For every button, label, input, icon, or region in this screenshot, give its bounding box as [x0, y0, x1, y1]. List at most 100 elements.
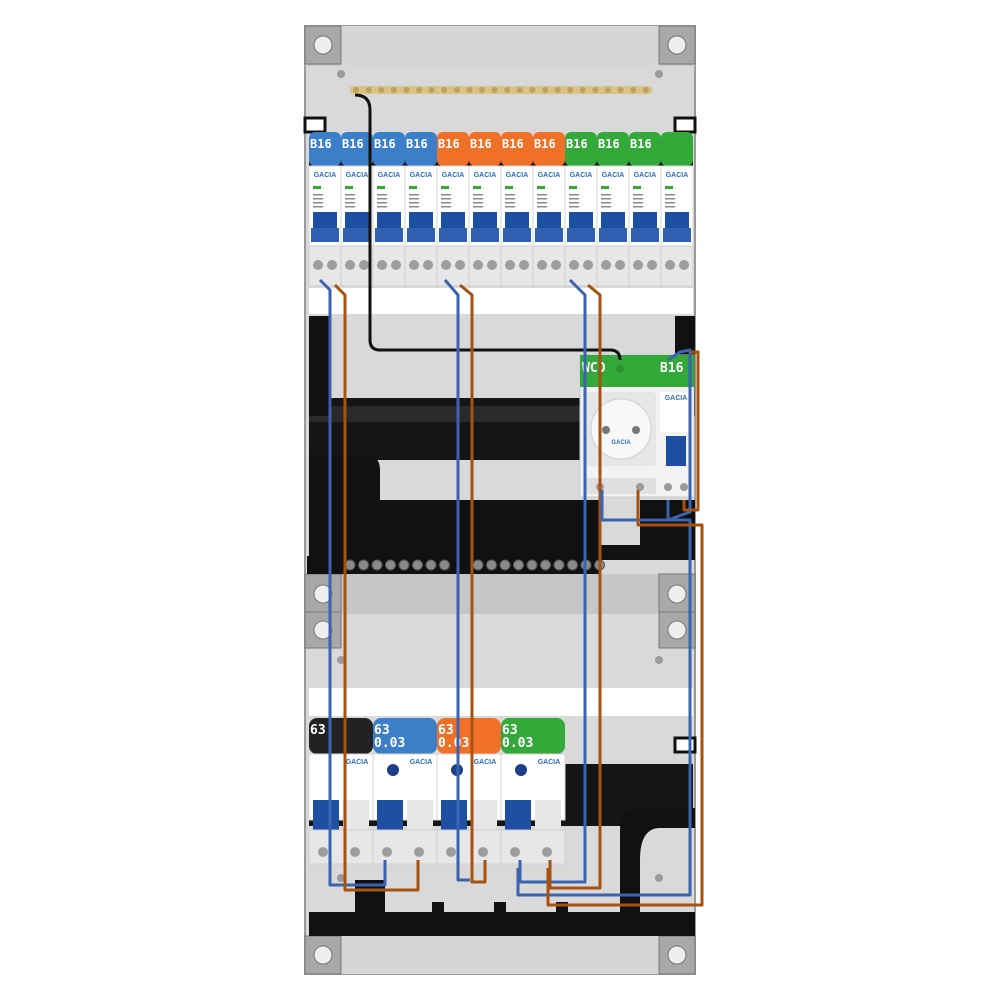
- busbar-terminal: [479, 87, 485, 93]
- breaker-spec-line: [505, 194, 515, 196]
- breaker-rating: B16: [374, 137, 396, 151]
- device-toggle-slot: [471, 800, 497, 830]
- neutral-terminal: [526, 559, 538, 571]
- device-sensitivity: 0.03: [438, 736, 469, 751]
- bottom-row-top-cover: [309, 688, 693, 716]
- breaker-spec-line: [377, 194, 387, 196]
- socket-breaker-front: [660, 392, 692, 432]
- breaker-spec-line: [313, 198, 323, 200]
- device-rating: 63: [310, 723, 326, 738]
- breaker-spec-line: [665, 198, 675, 200]
- neutral-bar-bottom-tab: [355, 880, 385, 920]
- mcb-breaker: GACIA: [660, 132, 694, 287]
- phase-wire: [682, 350, 700, 512]
- neutral-terminal: [371, 559, 383, 571]
- neutral-terminal: [425, 559, 437, 571]
- neutral-terminal: [385, 559, 396, 571]
- breaker-toggle-base: [599, 228, 627, 242]
- breaker-spec-line: [537, 198, 547, 200]
- breaker-brand: GACIA: [570, 172, 593, 179]
- breaker-indicator: [633, 186, 641, 189]
- socket-group: WCD GACIA B16 GACIA: [579, 354, 695, 498]
- neutral-post: [556, 538, 568, 558]
- breaker-toggle-base: [503, 228, 531, 242]
- device-toggle[interactable]: [313, 800, 339, 830]
- test-button[interactable]: [515, 764, 527, 776]
- socket-face[interactable]: [590, 398, 652, 460]
- breaker-toggle-base: [375, 228, 403, 242]
- device-terminal-block: [500, 829, 566, 865]
- breaker-spec-line: [665, 194, 675, 196]
- socket-terminal: [636, 483, 644, 491]
- breaker-spec-line: [633, 202, 643, 204]
- busbar-terminal: [516, 87, 523, 93]
- breaker-spec-line: [345, 206, 355, 208]
- breaker-screw: [665, 260, 675, 270]
- breaker-rating: B16: [470, 137, 492, 151]
- device-toggle[interactable]: [377, 800, 403, 830]
- socket-breaker-terminal: [680, 483, 688, 491]
- device-toggle[interactable]: [505, 800, 531, 830]
- breaker-spec-line: [345, 202, 355, 204]
- breaker-indicator: [601, 186, 609, 189]
- busbar-terminal: [630, 87, 637, 93]
- socket-breaker-terminal: [664, 483, 672, 491]
- breaker-screw: [519, 260, 529, 270]
- device-brand: GACIA: [346, 759, 369, 766]
- breaker-color-cap: [597, 132, 629, 166]
- breaker-spec-line: [633, 198, 643, 200]
- rail-clip-bottom: [673, 736, 697, 754]
- breaker-indicator: [505, 186, 513, 189]
- busbar-terminal: [491, 87, 498, 93]
- breaker-screw: [583, 260, 593, 270]
- device-toggle[interactable]: [441, 800, 467, 830]
- busbar-terminal: [605, 87, 611, 93]
- breaker-screw: [409, 260, 419, 270]
- device-color-cap: [501, 718, 565, 754]
- breaker-screw: [359, 260, 369, 270]
- busbar-terminal: [428, 87, 435, 93]
- busbar-terminal: [579, 87, 586, 93]
- breaker-toggle-base: [439, 228, 467, 242]
- socket-breaker-toggle[interactable]: [666, 436, 686, 466]
- breaker-screw: [615, 260, 625, 270]
- breaker-spec-line: [441, 206, 451, 208]
- rail-bracket-left: [309, 316, 331, 416]
- breaker-screw: [391, 260, 401, 270]
- breaker-indicator: [537, 186, 545, 189]
- breaker-spec-line: [377, 202, 387, 204]
- breaker-spec-line: [537, 202, 547, 204]
- breaker-toggle-base: [311, 228, 339, 242]
- breaker-brand: GACIA: [314, 172, 337, 179]
- breaker-spec-line: [473, 194, 483, 196]
- breaker-brand: GACIA: [538, 172, 561, 179]
- rail-clip-right: [673, 116, 697, 134]
- busbar-terminal: [529, 87, 536, 93]
- device-brand: GACIA: [474, 759, 497, 766]
- breaker-color-cap: [469, 132, 501, 166]
- breaker-rating: B16: [310, 137, 332, 151]
- device-terminal-block: [308, 829, 374, 865]
- busbar-terminal: [441, 87, 448, 93]
- device-sensitivity: 0.03: [374, 736, 405, 751]
- neutral-terminal: [486, 559, 497, 571]
- busbar-terminals: [353, 87, 649, 93]
- breaker-spec-line: [473, 206, 483, 208]
- breaker-rating: B16: [566, 137, 588, 151]
- breaker-rating: B16: [630, 137, 652, 151]
- breaker-color-cap: [533, 132, 565, 166]
- test-button[interactable]: [387, 764, 399, 776]
- din-rail-middle-groove: [309, 406, 593, 422]
- breaker-toggle-base: [407, 228, 435, 242]
- busbar-terminal: [353, 87, 359, 93]
- breaker-screw: [647, 260, 657, 270]
- breaker-spec-line: [345, 194, 355, 196]
- breaker-spec-line: [505, 202, 515, 204]
- neutral-terminal: [567, 559, 578, 571]
